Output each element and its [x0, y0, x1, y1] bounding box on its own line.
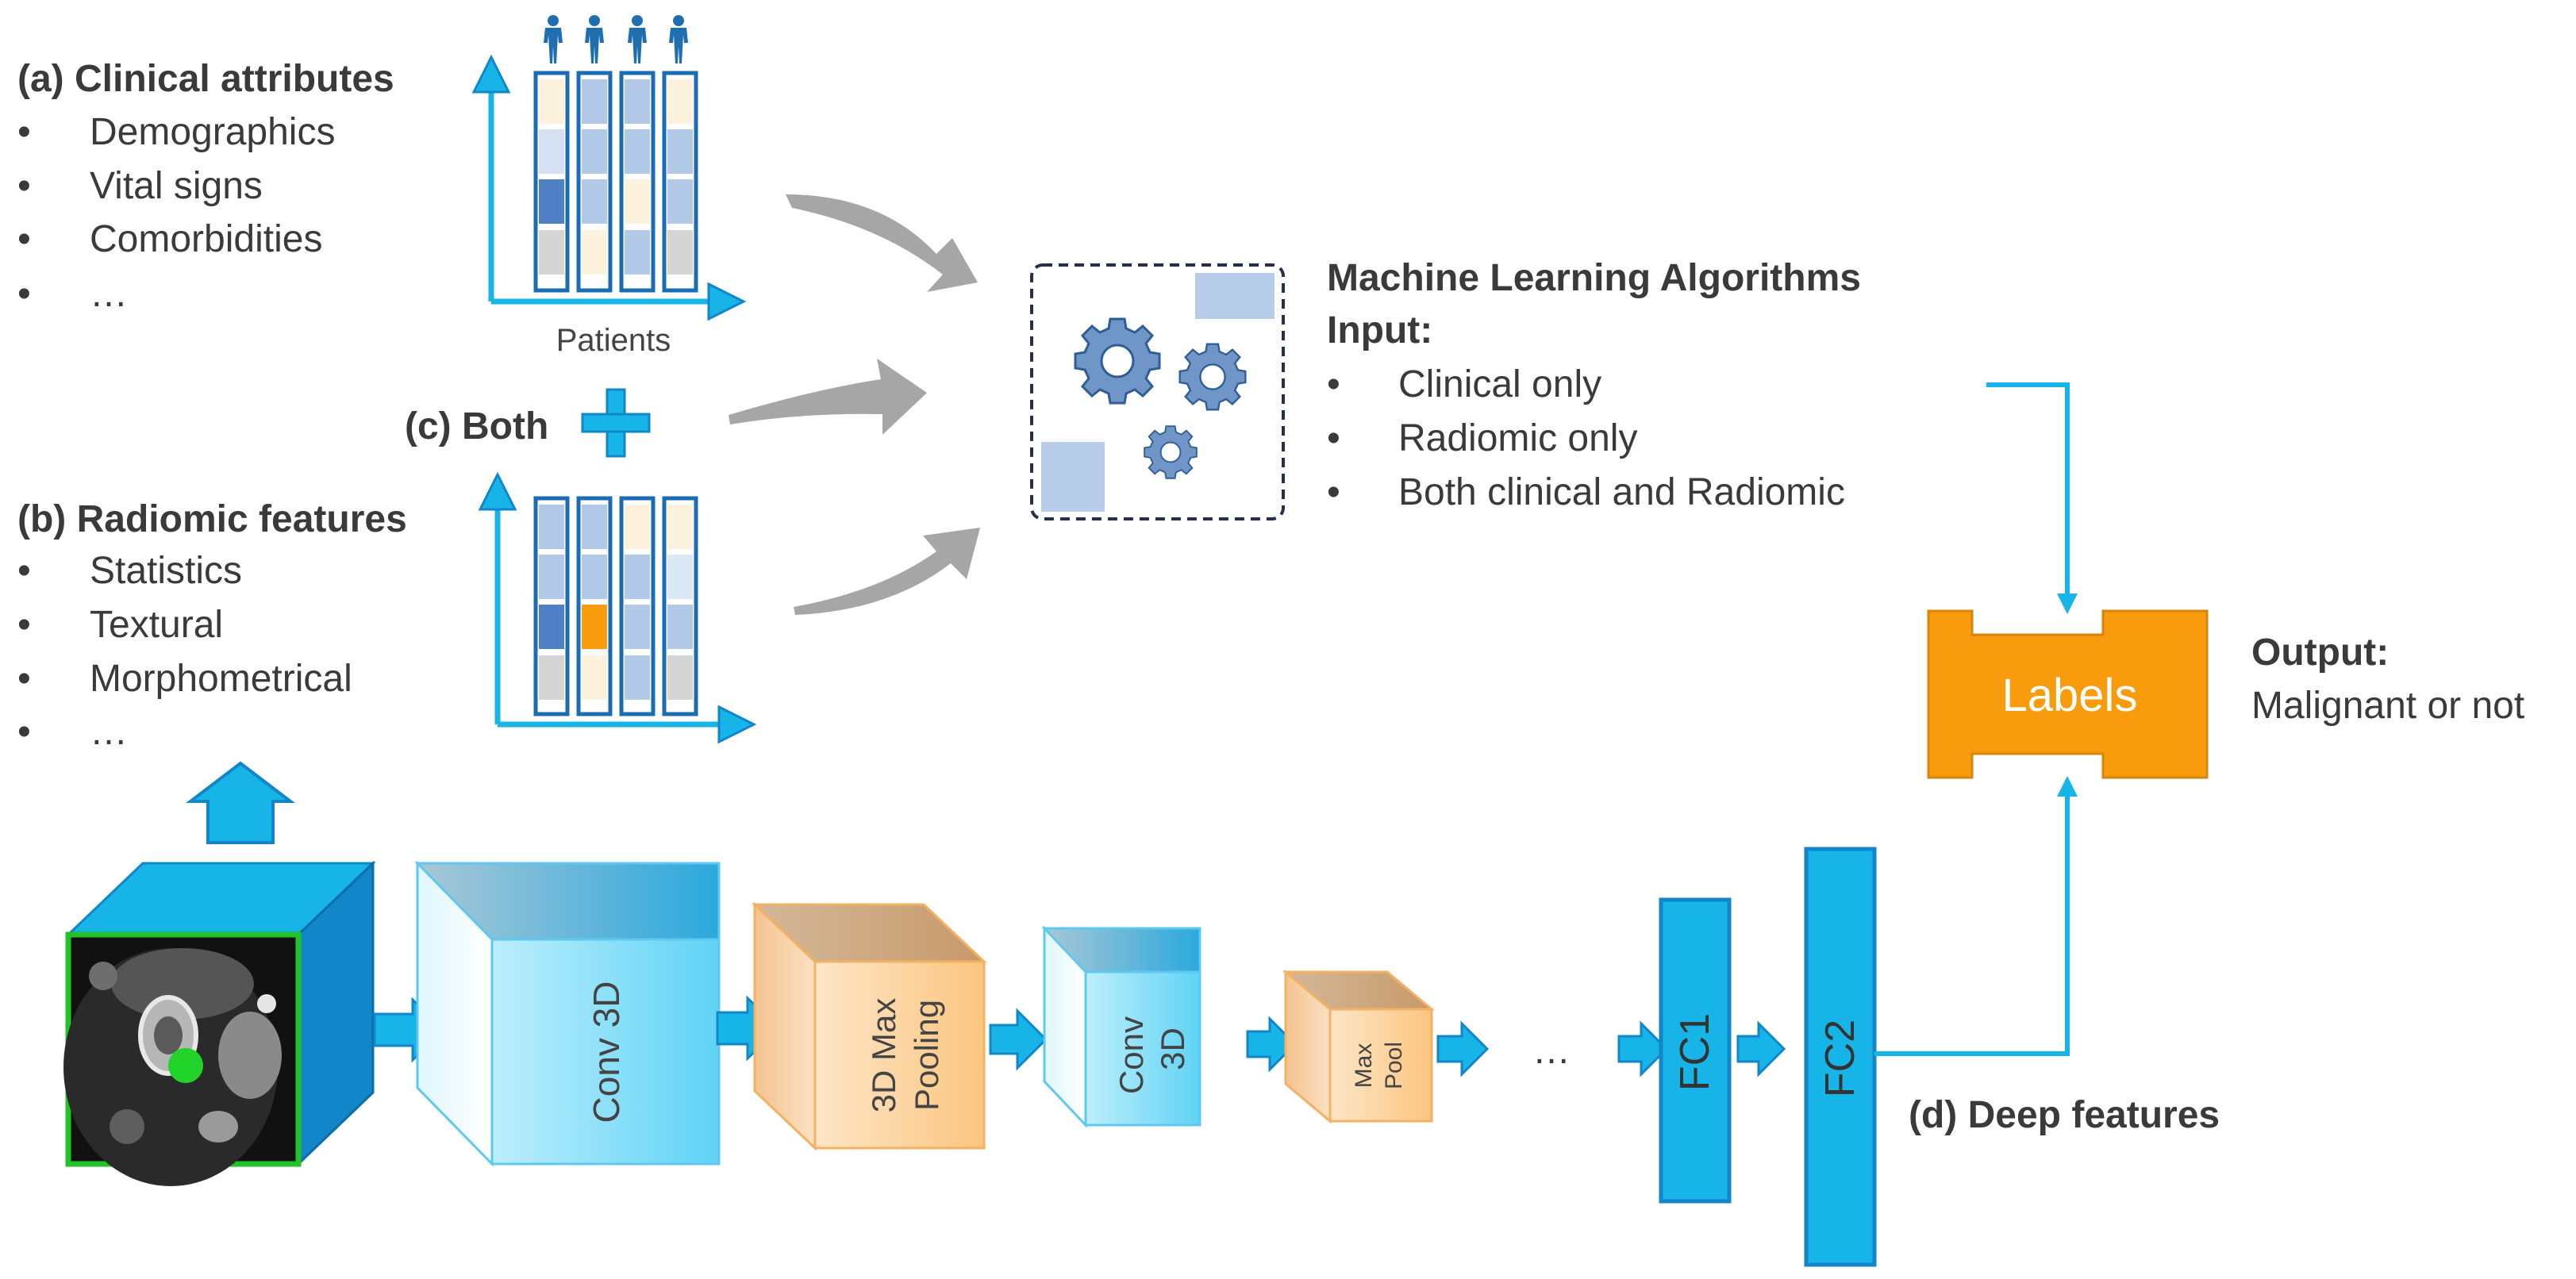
clinical-attributes-section: (a) Clinical attributes • Demographics •… [17, 15, 747, 358]
ml-input-bullet: • [1327, 471, 1340, 513]
clinical-title: (a) Clinical attributes [17, 58, 394, 100]
arrow-right-icon [1246, 1016, 1298, 1073]
person-icon [669, 15, 688, 63]
conv3d-block-2: Conv 3D [1041, 925, 1201, 1128]
clinical-bullet: • [17, 111, 31, 153]
clinical-list: • Demographics • Vital signs • Comorbidi… [17, 111, 335, 315]
fc1-label: FC1 [1672, 1013, 1718, 1091]
ml-input-label: Input: [1327, 309, 1432, 351]
matrix-column [576, 496, 613, 716]
radiomic-bullet: • [17, 604, 31, 646]
both-section: (c) Both [405, 388, 651, 458]
conv3d-label-line: Conv [1113, 1016, 1150, 1094]
radiomic-bullet: • [17, 658, 31, 700]
conv3d-block-1: Conv 3D [414, 860, 721, 1167]
clinical-item: Comorbidities [90, 218, 322, 260]
person-icon [628, 15, 647, 63]
fc1-layer: FC1 [1659, 897, 1732, 1204]
radiomic-features-section: (b) Radiomic features • Statistics • Tex… [17, 471, 757, 753]
ml-input-item: Clinical only [1398, 363, 1601, 405]
matrix-column [533, 496, 570, 716]
radiomic-bullet: • [17, 711, 31, 753]
output-value: Malignant or not [2251, 685, 2524, 727]
output-title: Output: [2251, 632, 2389, 674]
ml-algorithm-box [1030, 263, 1285, 520]
max-pool-label-line: Pool [1381, 1042, 1407, 1089]
clinical-item: Demographics [90, 111, 335, 153]
fc2-layer: FC2 [1804, 847, 1877, 1267]
radiomic-item: Morphometrical [90, 658, 352, 700]
deep-features-connector [1874, 776, 2078, 1056]
plus-icon [581, 388, 651, 458]
clinical-bullet: • [17, 273, 31, 315]
ml-input-bullet: • [1327, 363, 1340, 405]
up-arrow-icon [186, 761, 295, 844]
clinical-item: Vital signs [90, 165, 263, 207]
radiomic-axes [478, 471, 757, 744]
matrix-column [662, 71, 698, 293]
person-icon [544, 15, 563, 63]
arrow-right-icon [1436, 1020, 1490, 1077]
matrix-column [619, 71, 656, 293]
matrix-column [662, 496, 698, 716]
fc2-label: FC2 [1817, 1020, 1863, 1097]
person-icon [585, 15, 604, 63]
max-pool-label-line: Max [1351, 1043, 1377, 1089]
input-ct-cube [63, 860, 376, 1186]
gray-arrows [729, 194, 980, 615]
ml-input-item: Both clinical and Radiomic [1398, 471, 1845, 513]
ml-input-bullet: • [1327, 417, 1340, 459]
clinical-item: … [90, 273, 128, 315]
arrow-radiomic-to-ml [794, 528, 980, 615]
both-label: (c) Both [405, 405, 548, 447]
ml-title: Machine Learning Algorithms [1327, 257, 1861, 299]
output-section: Output: Malignant or not [2251, 632, 2524, 727]
arrow-both-to-ml [729, 359, 927, 435]
matrix-column [533, 71, 570, 293]
clinical-bullet: • [17, 165, 31, 207]
ml-to-labels-connector [1986, 382, 2078, 614]
radiomic-title: (b) Radiomic features [17, 498, 407, 540]
radiomic-item: Statistics [90, 550, 242, 592]
arrow-right-icon [1617, 1020, 1669, 1077]
labels-text: Labels [2002, 670, 2138, 721]
arrow-right-icon [1736, 1020, 1786, 1077]
patients-axis-label: Patients [556, 323, 671, 358]
radiomic-list: • Statistics • Textural • Morphometrical… [17, 550, 352, 753]
radiomic-bullet: • [17, 550, 31, 592]
max-pooling-label-line: Pooling [908, 1000, 945, 1111]
arrow-clinical-to-ml [786, 194, 978, 292]
matrix-column [619, 496, 656, 716]
radiomic-matrix [533, 496, 698, 716]
clinical-matrix [533, 71, 698, 293]
arrow-right-icon [989, 1008, 1048, 1071]
patient-icons [544, 15, 688, 63]
ml-description: Machine Learning Algorithms Input: • Cli… [1327, 257, 1861, 513]
ml-input-item: Radiomic only [1398, 417, 1637, 459]
matrix-column [576, 71, 613, 293]
clinical-axes [471, 54, 747, 321]
pipeline-ellipsis: … [1532, 1030, 1571, 1072]
clinical-bullet: • [17, 218, 31, 260]
conv3d-label: Conv 3D [586, 981, 627, 1123]
deep-features-label: (d) Deep features [1909, 1094, 2220, 1136]
max-pooling-block-1: 3D Max Pooling [752, 901, 987, 1151]
max-pooling-block-2: Max Pool [1282, 969, 1436, 1124]
max-pooling-label-line: 3D Max [865, 998, 902, 1113]
radiomic-item: Textural [90, 604, 223, 646]
cnn-pipeline: Conv 3D 3D Max Pooling Conv 3D Max [373, 847, 1877, 1267]
labels-box: Labels [1927, 609, 2209, 779]
radiomic-item: … [90, 711, 128, 753]
conv3d-label-line: 3D [1154, 1027, 1191, 1070]
